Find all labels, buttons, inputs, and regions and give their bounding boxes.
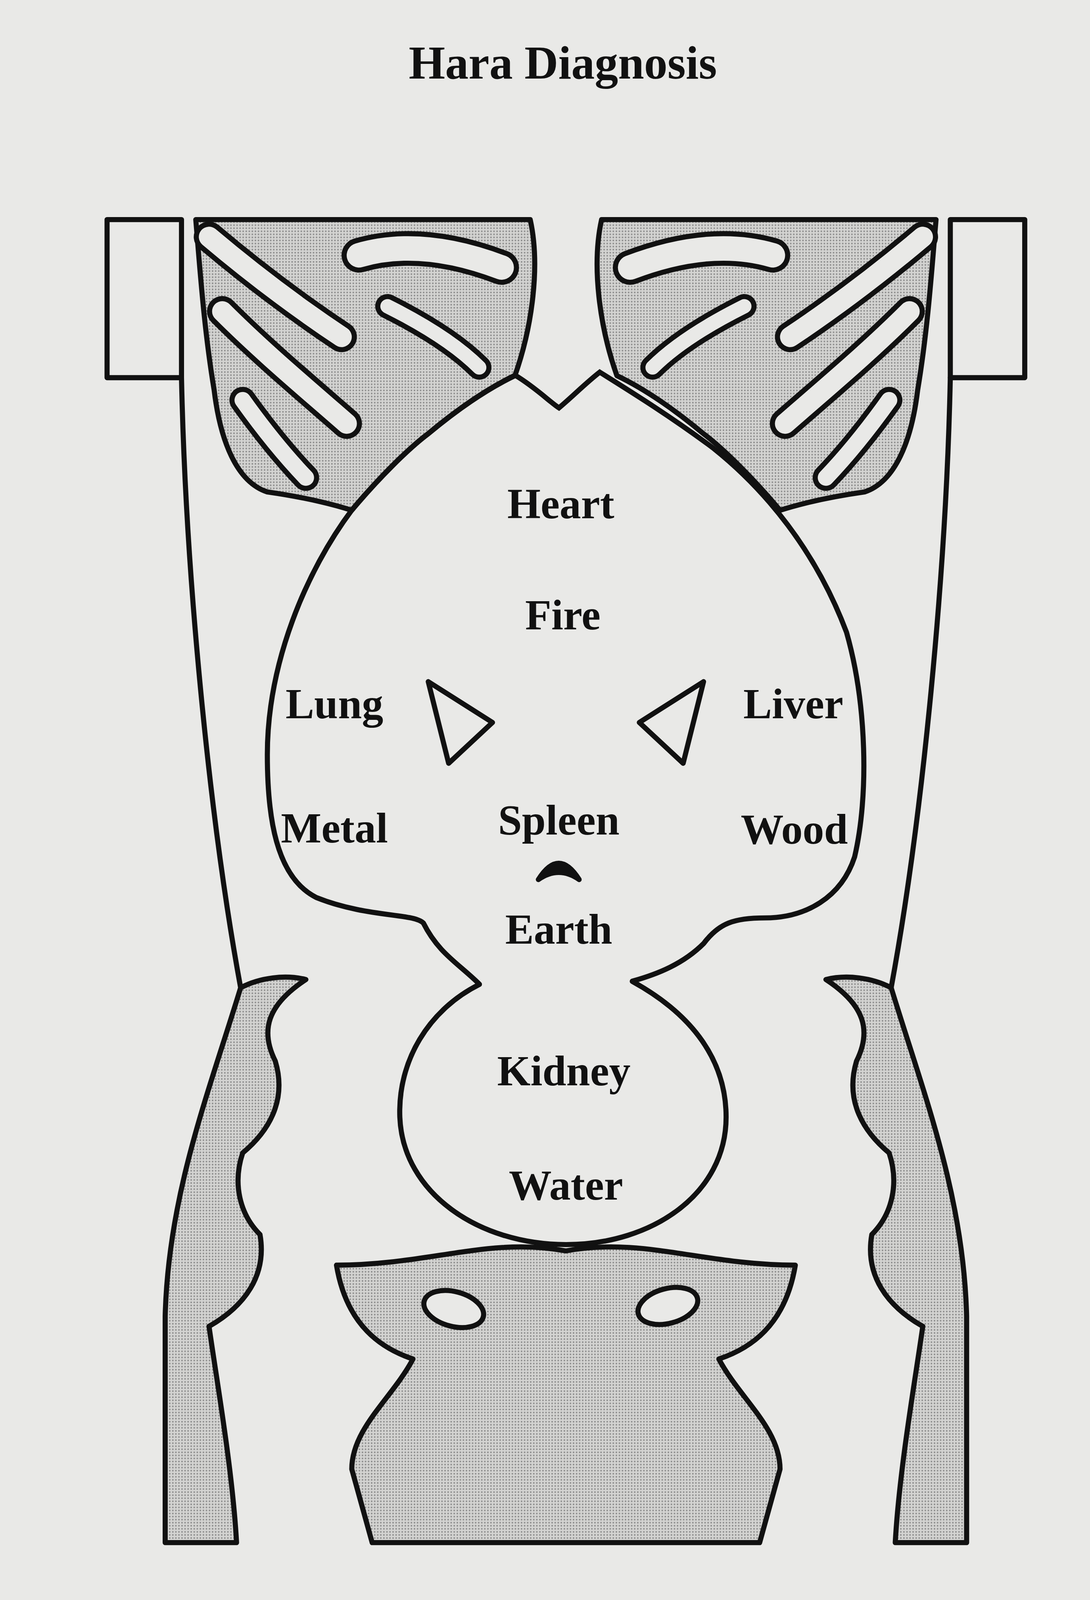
obturator-hole xyxy=(419,1283,488,1334)
element-label: Spleen xyxy=(498,798,620,842)
rib-cage xyxy=(195,219,535,511)
obturator-hole xyxy=(633,1280,703,1330)
clavicle xyxy=(358,248,502,268)
abdomen-region: HeartFireLung LiverMetal Spleen WoodEarth xyxy=(260,366,872,984)
rib xyxy=(242,399,306,478)
region-outline xyxy=(392,978,735,1250)
rib xyxy=(387,306,480,368)
element-label: Wood xyxy=(740,807,848,851)
element-label: Water xyxy=(508,1163,624,1207)
clavicle xyxy=(358,248,502,268)
navel xyxy=(538,862,580,879)
region-outline xyxy=(260,366,872,984)
torso-side xyxy=(181,377,241,988)
region-border xyxy=(399,980,726,1244)
shoulder-stub xyxy=(107,219,182,378)
floating-rib xyxy=(428,681,493,764)
title-text: Hara Diagnosis xyxy=(408,39,718,87)
element-label: Fire xyxy=(525,593,601,637)
element-label: Lung xyxy=(285,682,384,726)
element-label: Metal xyxy=(280,806,388,850)
pelvis xyxy=(336,1246,796,1542)
hip-shading xyxy=(165,976,306,1542)
element-label: Earth xyxy=(505,907,613,951)
element-label: Liver xyxy=(743,682,844,726)
kidney-region: KidneyWater xyxy=(392,978,735,1250)
region-border xyxy=(266,372,864,984)
element-label: Kidney xyxy=(497,1049,631,1092)
rib xyxy=(242,399,306,478)
element-label: Heart xyxy=(507,482,615,526)
rib xyxy=(387,306,480,368)
